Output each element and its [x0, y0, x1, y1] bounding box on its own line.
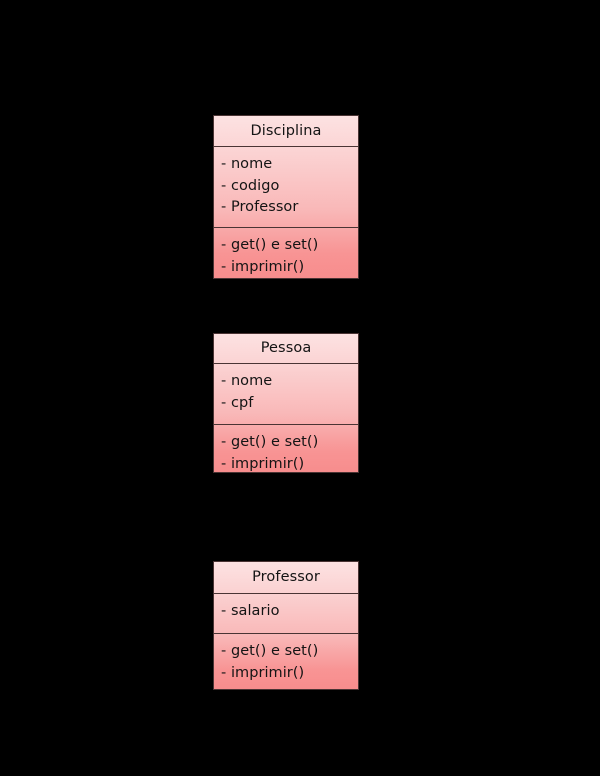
class-name-compartment: Professor: [214, 562, 358, 593]
class-methods-compartment: - get() e set() - imprimir(): [214, 633, 358, 689]
attribute-item: - Professor: [221, 199, 299, 215]
attribute-item: - nome: [221, 373, 273, 389]
attribute-list: - nome - cpf: [214, 364, 358, 420]
attribute-item: - nome: [221, 156, 273, 172]
attribute-item: - cpf: [221, 394, 254, 411]
method-item: - get() e set(): [221, 434, 319, 450]
class-attributes-compartment: - nome - cpf: [214, 363, 358, 424]
class-title: Professor: [252, 569, 320, 586]
attribute-item: - codigo: [221, 177, 280, 194]
class-name-compartment: Pessoa: [214, 334, 358, 363]
method-item: - imprimir(): [221, 258, 305, 275]
method-list: - get() e set() - imprimir(): [214, 634, 358, 689]
method-item: - imprimir(): [221, 664, 305, 681]
class-attributes-compartment: - nome - codigo - Professor: [214, 146, 358, 227]
uml-class-disciplina[interactable]: Disciplina - nome - codigo - Professor -…: [213, 115, 359, 279]
class-attributes-compartment: - salario: [214, 593, 358, 633]
attribute-list: - salario: [214, 594, 358, 629]
method-item: - imprimir(): [221, 455, 305, 472]
method-list: - get() e set() - imprimir(): [214, 425, 358, 472]
attribute-list: - nome - codigo - Professor: [214, 147, 358, 225]
class-title: Disciplina: [250, 122, 322, 139]
class-methods-compartment: - get() e set() - imprimir(): [214, 424, 358, 472]
class-methods-compartment: - get() e set() - imprimir(): [214, 227, 358, 278]
uml-class-professor[interactable]: Professor - salario - get() e set() - im…: [213, 561, 359, 690]
method-item: - get() e set(): [221, 237, 319, 253]
attribute-item: - salario: [221, 603, 280, 619]
uml-class-pessoa[interactable]: Pessoa - nome - cpf - get() e set() - im…: [213, 333, 359, 473]
class-title: Pessoa: [260, 340, 312, 357]
method-list: - get() e set() - imprimir(): [214, 228, 358, 278]
method-item: - get() e set(): [221, 643, 319, 659]
class-name-compartment: Disciplina: [214, 116, 358, 146]
